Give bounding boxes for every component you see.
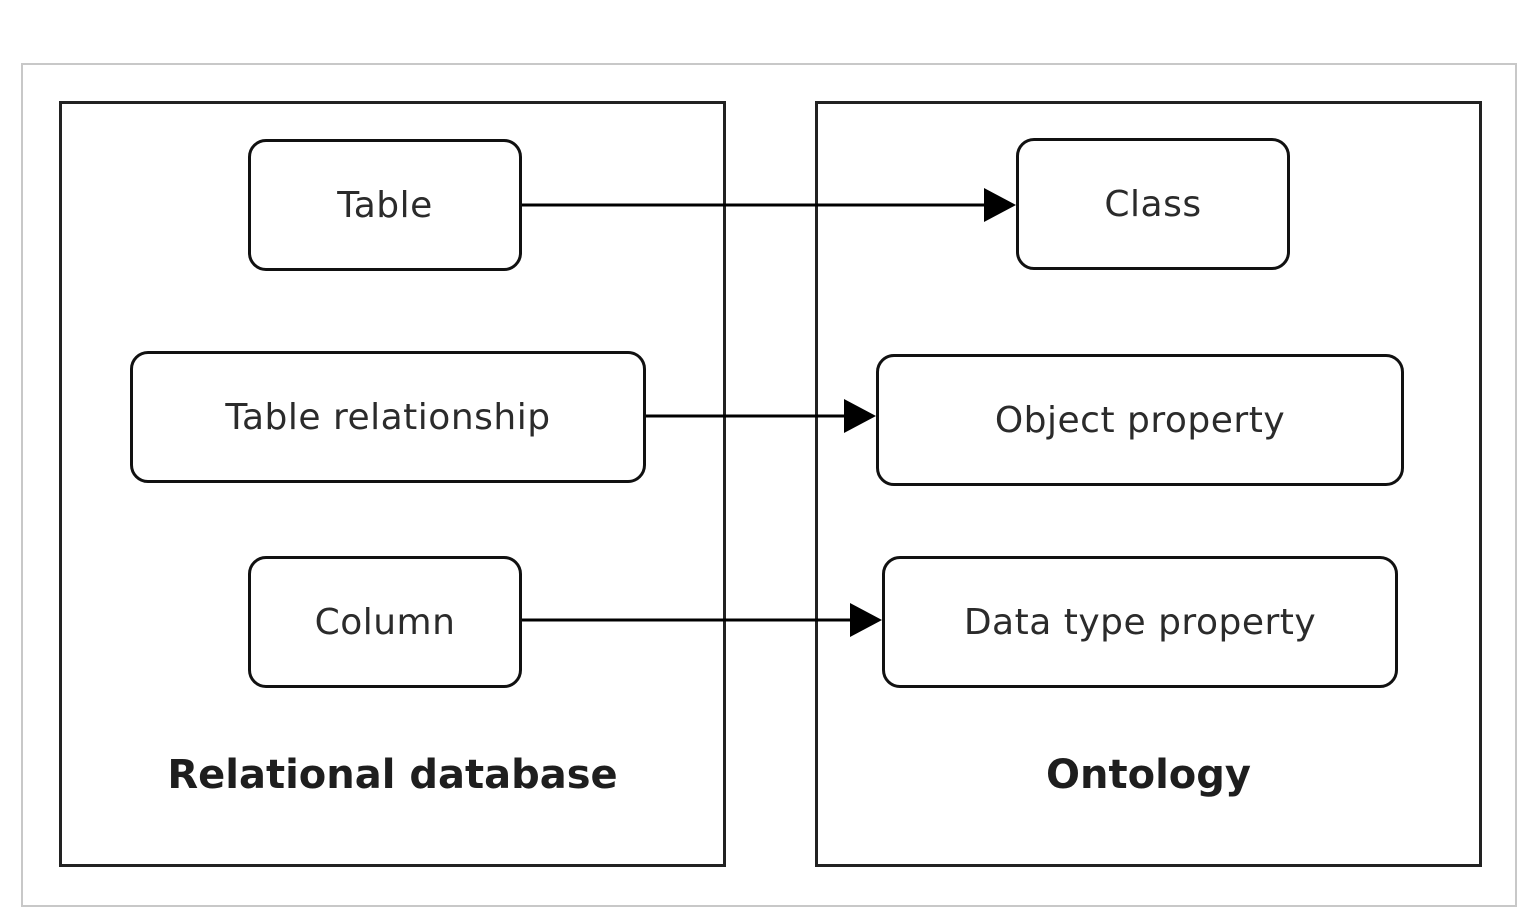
table-relationship-node-label: Table relationship <box>225 396 551 438</box>
class-node: Class <box>1016 138 1290 270</box>
relational-database-title: Relational database <box>167 752 618 798</box>
table-node-label: Table <box>337 184 433 226</box>
table-node: Table <box>248 139 522 271</box>
table-relationship-node: Table relationship <box>130 351 646 483</box>
class-node-label: Class <box>1104 183 1202 225</box>
object-property-node: Object property <box>876 354 1404 486</box>
diagram-frame <box>21 63 1517 907</box>
data-type-property-node-label: Data type property <box>963 601 1317 643</box>
ontology-title: Ontology <box>1046 752 1251 798</box>
data-type-property-node: Data type property <box>882 556 1398 688</box>
column-node-label: Column <box>314 601 456 643</box>
object-property-node-label: Object property <box>994 399 1286 441</box>
column-node: Column <box>248 556 522 688</box>
